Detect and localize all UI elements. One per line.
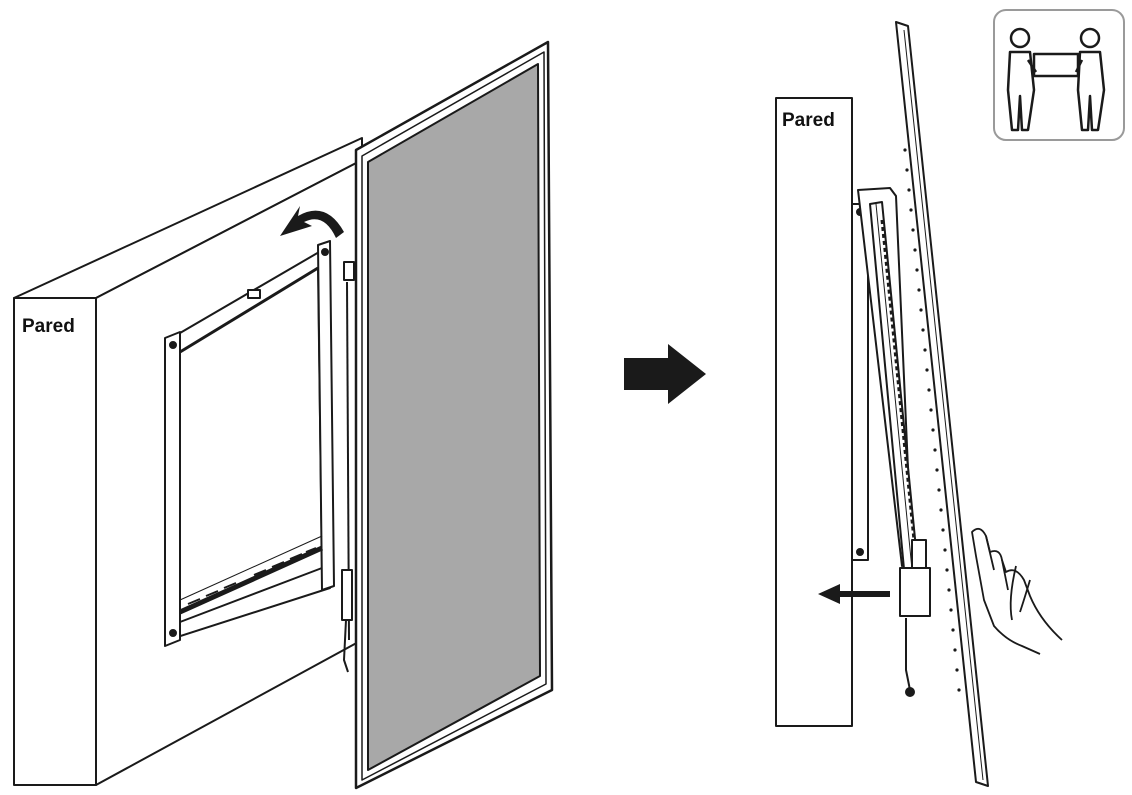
bracket-slots [187,547,317,605]
wall-bracket [164,240,335,647]
wall-label-right: Pared [782,110,835,131]
arrow-left-icon [818,584,890,604]
tv-panel-right [895,21,989,787]
two-person-lift-icon [993,9,1125,141]
tv-arm [857,187,931,697]
tv-panel-left [354,40,554,790]
panel-vents [903,148,961,692]
hand-icon [971,527,1063,655]
right-scene: Pared [775,9,1125,787]
curved-arrow-icon [280,206,344,238]
arrow-right-icon [624,344,706,404]
wall-column-right [775,97,853,727]
tv-rail-bracket [341,261,355,673]
left-scene: Pared [13,40,554,790]
wall-label-left: Pared [22,316,75,337]
